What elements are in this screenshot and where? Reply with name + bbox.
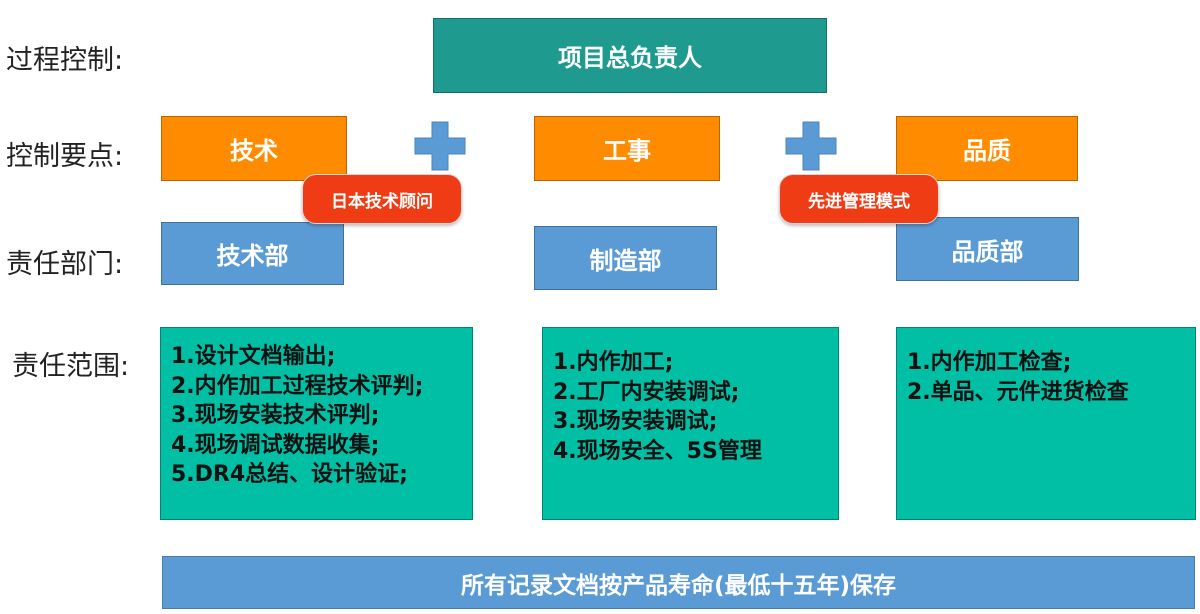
scope-tech-item: 3.现场安装技术评判; xyxy=(171,403,380,428)
department-manufacturing-label: 制造部 xyxy=(589,246,662,275)
control-point-quality-label: 品质 xyxy=(963,137,1011,165)
tag-japan-tech-advisor-label: 日本技术顾问 xyxy=(331,191,433,212)
scope-quality-item: 1.内作加工检查; xyxy=(907,350,1072,375)
department-quality-label: 品质部 xyxy=(951,237,1024,266)
department-quality: 品质部 xyxy=(896,217,1079,281)
project-leader-label: 项目总负责人 xyxy=(558,44,702,72)
control-point-tech: 技术 xyxy=(161,116,347,181)
control-point-tech-label: 技术 xyxy=(230,137,278,165)
control-point-quality: 品质 xyxy=(896,116,1078,181)
row-label-departments: 责任部门: xyxy=(6,249,124,280)
project-leader-box: 项目总负责人 xyxy=(433,18,827,93)
plus-icon xyxy=(785,121,837,171)
tag-advanced-management: 先进管理模式 xyxy=(779,174,939,224)
row-label-scope: 责任范围: xyxy=(12,351,130,382)
scope-tech-box: 1.设计文档输出; 2.内作加工过程技术评判; 3.现场安装技术评判; 4.现场… xyxy=(160,327,473,520)
control-point-construction-label: 工事 xyxy=(603,137,651,165)
row-label-process-control: 过程控制: xyxy=(6,45,124,76)
scope-tech-item: 2.内作加工过程技术评判; xyxy=(171,373,424,399)
row-label-control-points: 控制要点: xyxy=(6,141,124,172)
department-tech: 技术部 xyxy=(161,222,344,285)
records-retention-banner: 所有记录文档按产品寿命(最低十五年)保存 xyxy=(162,556,1195,609)
scope-manufacturing-item: 2.工厂内安装调试; xyxy=(553,379,740,405)
scope-tech-item: 1.设计文档输出; xyxy=(171,344,336,369)
scope-tech-item: 5.DR4总结、设计验证; xyxy=(171,462,408,487)
plus-icon xyxy=(414,121,466,171)
records-retention-text: 所有记录文档按产品寿命(最低十五年)保存 xyxy=(460,572,897,599)
scope-quality-list: 1.内作加工检查; 2.单品、元件进货检查 xyxy=(907,348,1195,407)
scope-tech-item: 4.现场调试数据收集; xyxy=(171,432,380,458)
control-point-construction: 工事 xyxy=(534,116,720,181)
scope-manufacturing-item: 4.现场安全、5S管理 xyxy=(553,438,762,464)
department-manufacturing: 制造部 xyxy=(534,226,717,290)
scope-quality-item: 2.单品、元件进货检查 xyxy=(907,379,1129,405)
scope-manufacturing-item: 3.现场安装调试; xyxy=(553,409,718,434)
tag-advanced-management-label: 先进管理模式 xyxy=(808,191,910,212)
scope-tech-list: 1.设计文档输出; 2.内作加工过程技术评判; 3.现场安装技术评判; 4.现场… xyxy=(171,342,472,490)
department-tech-label: 技术部 xyxy=(216,242,289,270)
scope-manufacturing-item: 1.内作加工; xyxy=(553,350,674,375)
scope-quality-box: 1.内作加工检查; 2.单品、元件进货检查 xyxy=(896,327,1196,520)
tag-japan-tech-advisor: 日本技术顾问 xyxy=(302,174,462,224)
scope-manufacturing-box: 1.内作加工; 2.工厂内安装调试; 3.现场安装调试; 4.现场安全、5S管理 xyxy=(542,327,839,520)
scope-manufacturing-list: 1.内作加工; 2.工厂内安装调试; 3.现场安装调试; 4.现场安全、5S管理 xyxy=(553,348,838,466)
